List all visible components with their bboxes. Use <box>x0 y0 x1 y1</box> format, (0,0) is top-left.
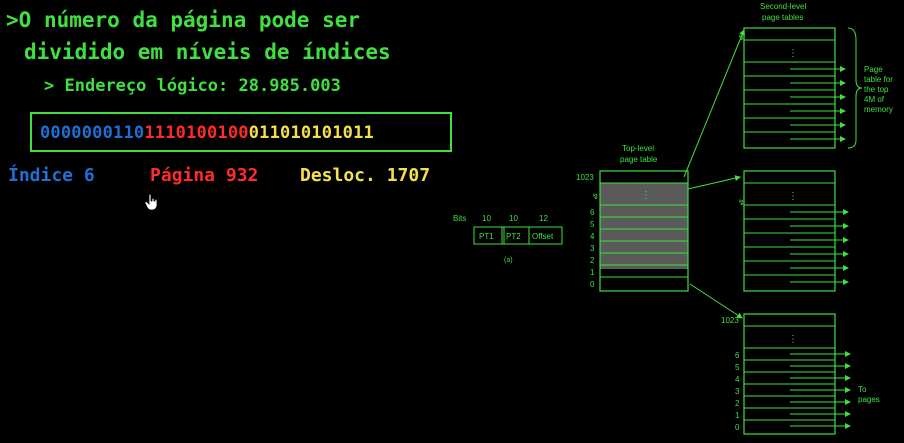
binary-yellow-bits: 011010101011 <box>248 123 374 143</box>
second-level-title-2: page tables <box>762 13 803 22</box>
top-row-2: 2 <box>590 256 595 265</box>
caption-a: (a) <box>504 257 513 264</box>
bottom-index-1023: 1023 <box>721 316 739 325</box>
binary-red-bits: 1110100100 <box>144 123 249 143</box>
top-row-5: 5 <box>590 220 595 229</box>
bottom-row-0: 0 <box>735 423 740 432</box>
binary-blue-bits: 0000000110 <box>40 123 145 143</box>
pt2-bits: 10 <box>509 214 518 223</box>
logical-address-text: Endereço lógico: 28.985.003 <box>64 76 341 96</box>
top-table-lower-shade <box>600 205 688 269</box>
top-row-6: 6 <box>590 208 595 217</box>
top-level-page-table <box>599 170 689 292</box>
brace-note-4: 4M of <box>864 95 885 104</box>
svg-text:↯: ↯ <box>738 33 745 42</box>
offset-label: Desloc. 1707 <box>300 165 431 186</box>
bullet-marker: > <box>6 8 19 32</box>
top-index-1023: 1023 <box>576 173 594 182</box>
heading-text-1: O número da página pode ser <box>18 8 361 32</box>
offset-field <box>528 226 563 245</box>
table1-ellipsis: ⋮ <box>788 48 798 59</box>
svg-text:↯: ↯ <box>592 192 599 201</box>
top-row-0: 0 <box>590 280 595 289</box>
second-level-table-1 <box>743 27 836 149</box>
page-label: Página 932 <box>150 165 259 186</box>
table2-ellipsis: ⋮ <box>788 191 798 202</box>
sub-bullet: > Endereço lógico: 28.985.003 <box>44 76 341 96</box>
brace-note-3: the top <box>864 85 889 94</box>
table3-ellipsis: ⋮ <box>788 334 798 345</box>
pt1-bits: 10 <box>482 214 491 223</box>
arrow-to-table-2 <box>687 175 741 190</box>
heading-line-1: >O número da página pode ser <box>6 8 360 32</box>
binary-address: 00000001101110100100011010101011 <box>40 123 374 143</box>
bits-label: Bits <box>453 214 466 223</box>
sub-bullet-marker: > <box>44 76 55 96</box>
bottom-row-5: 5 <box>735 363 740 372</box>
top-row-4: 4 <box>590 232 595 241</box>
binary-address-box: 00000001101110100100011010101011 <box>30 112 452 152</box>
pt1-label: PT1 <box>479 232 494 241</box>
top-ellipsis: ⋮ <box>641 190 651 201</box>
second-level-table-3 <box>743 313 836 435</box>
second-level-table-2 <box>743 170 836 292</box>
brace-note-5: memory <box>864 105 893 114</box>
offset-bits: 12 <box>539 214 548 223</box>
bottom-row-3: 3 <box>735 387 740 396</box>
pages-note-2: pages <box>858 395 880 404</box>
top-row-3: 3 <box>590 244 595 253</box>
pages-note-1: To <box>858 385 867 394</box>
pt1-field <box>473 226 505 245</box>
bottom-row-6: 6 <box>735 351 740 360</box>
brace-note-1: Page <box>864 65 883 74</box>
arrow-to-table-3 <box>689 283 743 319</box>
svg-text:↯: ↯ <box>738 198 745 207</box>
arrow-to-table-1 <box>683 29 745 178</box>
brace-bracket <box>847 27 863 149</box>
top-level-title-1: Top-level <box>622 144 654 153</box>
bottom-row-4: 4 <box>735 375 740 384</box>
brace-note-2: table for <box>864 75 893 84</box>
top-level-title-2: page table <box>620 155 658 164</box>
top-table-upper-shade <box>600 183 688 205</box>
index-label: Índice 6 <box>8 165 95 186</box>
bottom-row-2: 2 <box>735 399 740 408</box>
bottom-row-1: 1 <box>735 411 740 420</box>
top-row-1: 1 <box>590 268 595 277</box>
offset-label-field: Offset <box>532 232 554 241</box>
second-level-title-1: Second-level <box>760 2 806 11</box>
heading-line-2: dividido em níveis de índices <box>24 40 391 64</box>
pt2-label: PT2 <box>506 232 521 241</box>
hand-cursor-icon <box>144 193 158 211</box>
